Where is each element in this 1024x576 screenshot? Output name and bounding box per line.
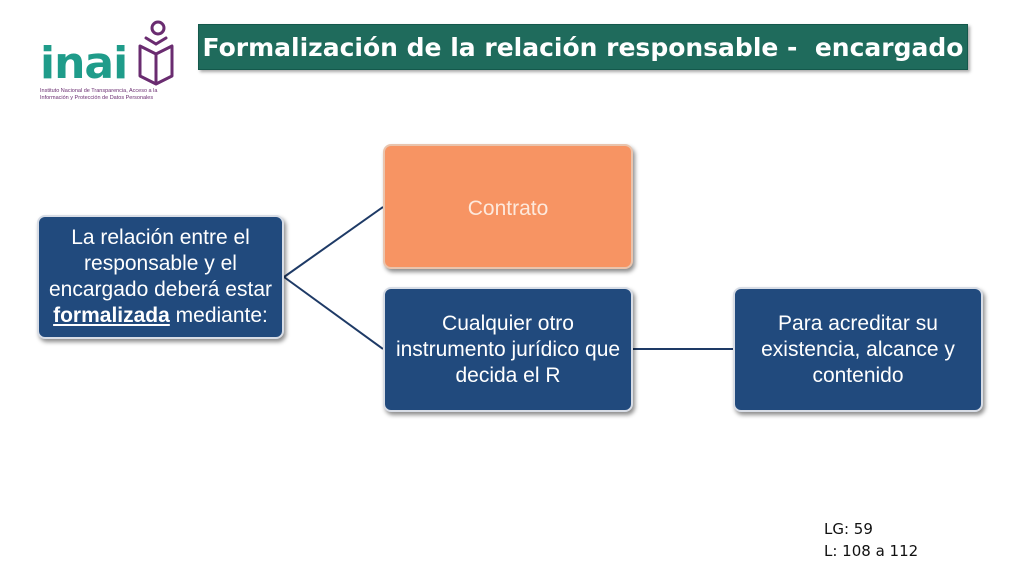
connector-root-contrato [283,206,384,278]
node-root-text-bold: formalizada [53,304,170,327]
logo-subtitle: Instituto Nacional de Transparencia, Acc… [40,88,158,101]
reference-l: L: 108 a 112 [824,542,919,560]
node-root-text-after: mediante: [169,304,268,327]
connector-root-otro [283,276,384,350]
logo-wordmark: inai [40,38,128,89]
node-acreditar-text: Para acreditar su existencia, alcance y … [761,311,955,387]
inai-logo: inai Instituto Nacional de Transparencia… [38,18,188,108]
book-person-icon [138,20,174,86]
node-acreditar: Para acreditar su existencia, alcance y … [733,287,983,412]
node-otro-text: Cualquier otro instrumento jurídico que … [395,311,621,387]
reference-lg: LG: 59 [824,520,873,538]
title-bar: Formalización de la relación responsable… [198,24,968,70]
node-otro-instrumento: Cualquier otro instrumento jurídico que … [383,287,633,412]
node-root-text-before: La relación entre el responsable y el en… [49,226,272,301]
node-contrato-text: Contrato [467,197,549,220]
page-title: Formalización de la relación responsable… [202,32,964,62]
node-contrato: Contrato [383,144,633,269]
node-root-text: La relación entre el responsable y el en… [47,225,274,329]
node-root: La relación entre el responsable y el en… [37,215,284,339]
legal-reference: LG: 59 L: 108 a 112 [824,518,918,562]
